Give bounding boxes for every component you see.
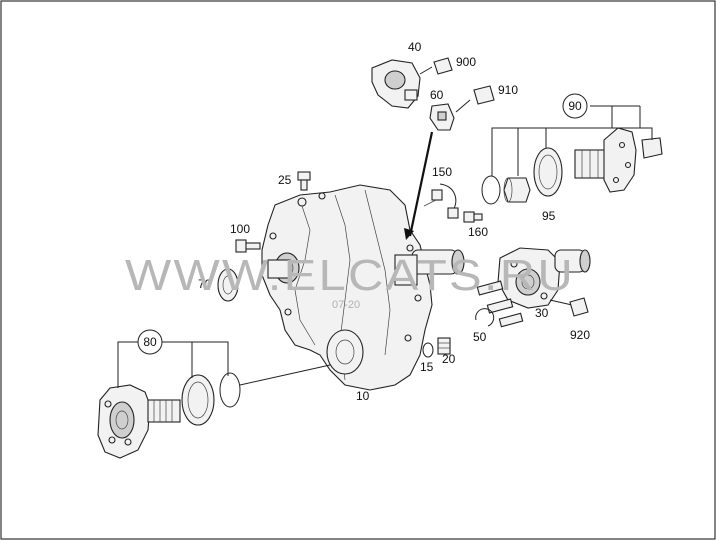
watermark-small: 07-20 <box>332 299 360 311</box>
callout-160: 160 <box>468 225 488 239</box>
callout-15: 15 <box>420 360 434 374</box>
shaft-seal-70[interactable] <box>217 268 239 302</box>
arrow-head <box>404 228 414 240</box>
output-cap[interactable] <box>641 137 663 159</box>
callout-30: 30 <box>535 306 549 320</box>
callout-80-circle <box>137 329 163 355</box>
connector-900[interactable] <box>433 57 453 75</box>
callout-910: 910 <box>498 83 518 97</box>
callout-50-label: 50 <box>473 330 487 344</box>
output-seal-95[interactable] <box>533 147 563 197</box>
callout-95: 95 <box>542 209 556 223</box>
callout-90-circle <box>562 93 588 119</box>
output-shaft-stub <box>267 259 291 279</box>
callout-10: 10 <box>356 389 370 403</box>
callout-25: 25 <box>278 173 292 187</box>
sensor-leader-arrow <box>408 131 434 237</box>
callout-20: 20 <box>442 352 456 366</box>
input-o-ring[interactable] <box>219 372 241 408</box>
bolt-160[interactable] <box>463 211 483 223</box>
callout-80: 80 <box>143 335 157 349</box>
callout-60: 60 <box>430 88 444 102</box>
output-flange[interactable] <box>574 127 637 193</box>
callout-70: 70 <box>198 277 212 291</box>
callout-40: 40 <box>408 40 422 54</box>
circlip-50[interactable] <box>475 308 495 327</box>
callout-100: 100 <box>230 222 250 236</box>
o-ring-15[interactable] <box>422 342 434 358</box>
plug-20[interactable] <box>437 337 451 355</box>
input-flange[interactable] <box>97 384 181 459</box>
wire-harness-150[interactable] <box>431 183 459 219</box>
output-bearing[interactable] <box>503 177 531 203</box>
callout-900: 900 <box>456 55 476 69</box>
connector-920[interactable] <box>569 297 589 317</box>
bolt-100[interactable] <box>235 239 261 253</box>
shift-motor-30[interactable] <box>476 247 591 328</box>
callout-150: 150 <box>432 165 452 179</box>
output-o-ring[interactable] <box>481 175 501 205</box>
watermark: WWW.ELCATS.RU <box>125 251 575 300</box>
connector-910[interactable] <box>473 85 495 105</box>
actuator-40[interactable] <box>371 59 421 109</box>
plug-25[interactable] <box>297 171 311 191</box>
input-seal[interactable] <box>181 374 215 426</box>
callout-90: 90 <box>568 99 582 113</box>
sensor-60[interactable] <box>429 103 455 131</box>
callout-920: 920 <box>570 328 590 342</box>
